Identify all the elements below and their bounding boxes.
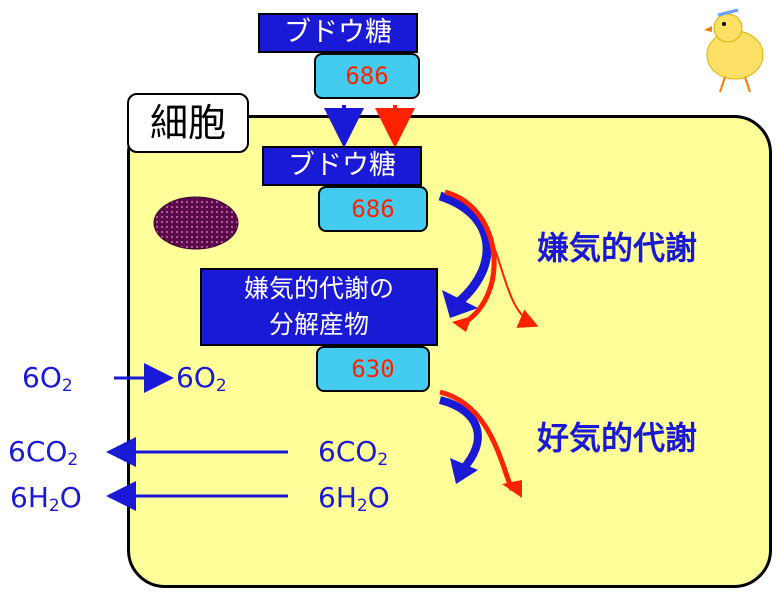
- h2o-inside: 6H2O: [318, 481, 390, 517]
- anaerobic-arrow-red-thin: [469, 204, 539, 328]
- cell-nucleus-icon: [153, 196, 239, 250]
- h2o-outside: 6H2O: [10, 481, 82, 517]
- inner-glucose-value: 686: [318, 186, 428, 232]
- top-glucose-label: ブドウ糖: [258, 13, 418, 53]
- o2-outside: 6O2: [22, 361, 73, 397]
- anaerobic-product-line2: 分解産物: [268, 310, 369, 339]
- o2-inside: 6O2: [176, 361, 227, 397]
- inner-glucose-label: ブドウ糖: [262, 146, 422, 186]
- cell-label: 細胞: [127, 93, 249, 153]
- co2-inside: 6CO2: [318, 435, 389, 471]
- anaerobic-product-line1: 嫌気的代謝の: [243, 274, 394, 303]
- anaerobic-arrow-red: [444, 189, 497, 328]
- co2-outside: 6CO2: [8, 435, 79, 471]
- aerobic-arrow-red: [439, 389, 515, 491]
- aerobic-arrow-blue: [438, 396, 482, 473]
- chick-illustration-icon: [704, 8, 764, 93]
- top-glucose-value: 686: [314, 53, 420, 99]
- anaerobic-product-value: 630: [316, 346, 430, 392]
- aerobic-label: 好気的代謝: [537, 419, 698, 457]
- anaerobic-label: 嫌気的代謝: [537, 229, 698, 267]
- anaerobic-product-box: 嫌気的代謝の 分解産物: [200, 268, 438, 346]
- anaerobic-arrow-blue: [438, 191, 492, 309]
